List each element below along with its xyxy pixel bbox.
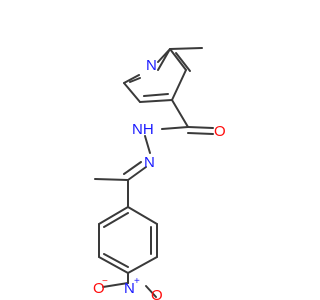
bond-ph-6-inner <box>103 212 129 228</box>
bond-ph-6 <box>98 206 129 225</box>
nitro-oxygen-left-label: O <box>93 280 105 297</box>
bond-c6-c5-double <box>175 52 191 72</box>
bond-c6-c5 <box>169 48 187 71</box>
hydrazone-group <box>94 161 147 208</box>
bond-carbonyl-o-double <box>187 132 214 135</box>
bond-ph-3 <box>127 256 158 274</box>
bond-no2-o2 <box>145 285 157 298</box>
pyridine-ring <box>123 47 203 103</box>
bond-methyl <box>169 47 203 50</box>
molecule-canvas: N O NH N N + O − O <box>93 47 226 300</box>
hydrazone-nitrogen-label: N <box>144 154 155 171</box>
bond-ph-1 <box>127 206 158 225</box>
carbonyl-oxygen-label: O <box>214 123 226 140</box>
bond-c5-c4 <box>171 69 187 101</box>
bond-c-methyl <box>94 178 129 181</box>
bond-c2-n1 <box>123 74 140 84</box>
bond-carbonyl-o <box>187 126 214 129</box>
nitro-oxygen-right-label: O <box>151 287 163 300</box>
pyridine-nitrogen-label: N <box>146 57 157 74</box>
bond-nh-n <box>144 135 151 154</box>
bond-carbonyl-nh <box>161 126 189 130</box>
bond-ph-4-inner <box>103 253 129 268</box>
nitro-nitrogen-charge: + <box>134 276 140 287</box>
nitro-nitrogen-label: N <box>124 280 135 297</box>
bond-n-c-double <box>123 161 142 175</box>
nitro-oxygen-charge: − <box>102 276 108 287</box>
bond-c2-n1-double <box>129 77 141 83</box>
structure-drawing: N O NH N N + O − O <box>93 47 226 300</box>
bond-n1-c6 <box>157 48 171 71</box>
bond-no2-o1 <box>102 282 129 288</box>
nitro-group <box>102 272 157 298</box>
amide-nh-label: NH <box>132 121 154 138</box>
bond-c4-carbonyl <box>171 99 189 128</box>
phenyl-ring <box>98 206 158 274</box>
bond-c3-c2 <box>123 82 141 103</box>
amide-group <box>144 99 214 154</box>
bond-c4-c3-double <box>143 93 169 97</box>
bond-c4-c3 <box>139 99 173 103</box>
bond-n-c <box>127 166 147 181</box>
bond-ph-4 <box>98 256 129 274</box>
